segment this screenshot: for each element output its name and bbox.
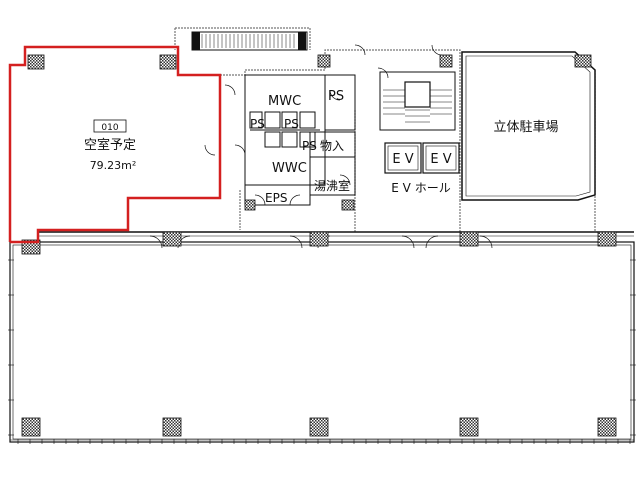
elevator-1 <box>384 142 422 174</box>
wall-ticks <box>8 259 636 444</box>
label-ps-mid: PS <box>284 117 299 131</box>
unit-area: 79.23m² <box>90 159 137 172</box>
unit-status: 空室予定 <box>84 137 136 153</box>
outer-walls <box>9 241 635 443</box>
label-eps: EPS <box>265 191 287 205</box>
label-ps-left: PS <box>250 117 265 131</box>
staircase-top <box>191 31 308 51</box>
label-storage: 物入 <box>320 139 344 153</box>
label-ev2: E V <box>430 152 451 167</box>
label-ev1: E V <box>392 152 413 167</box>
corridor-wall <box>38 231 634 237</box>
staircase-core <box>379 71 456 131</box>
unit-label: 010 空室予定 79.23m² <box>84 119 137 172</box>
label-kitchenette: 湯沸室 <box>314 178 350 193</box>
columns <box>21 54 617 437</box>
label-ps-top: PS <box>328 89 344 104</box>
label-wwc: WWC <box>272 161 307 176</box>
label-mwc: MWC <box>268 94 301 109</box>
unit-number: 010 <box>101 123 118 133</box>
elevator-2 <box>422 142 460 174</box>
label-ps-right: PS <box>302 139 317 153</box>
unit-010-outline <box>8 45 222 244</box>
label-parking: 立体駐車場 <box>493 120 558 135</box>
parking-structure <box>461 51 596 201</box>
toilet-block <box>244 74 356 206</box>
label-ev-hall: E V ホール <box>391 181 450 195</box>
